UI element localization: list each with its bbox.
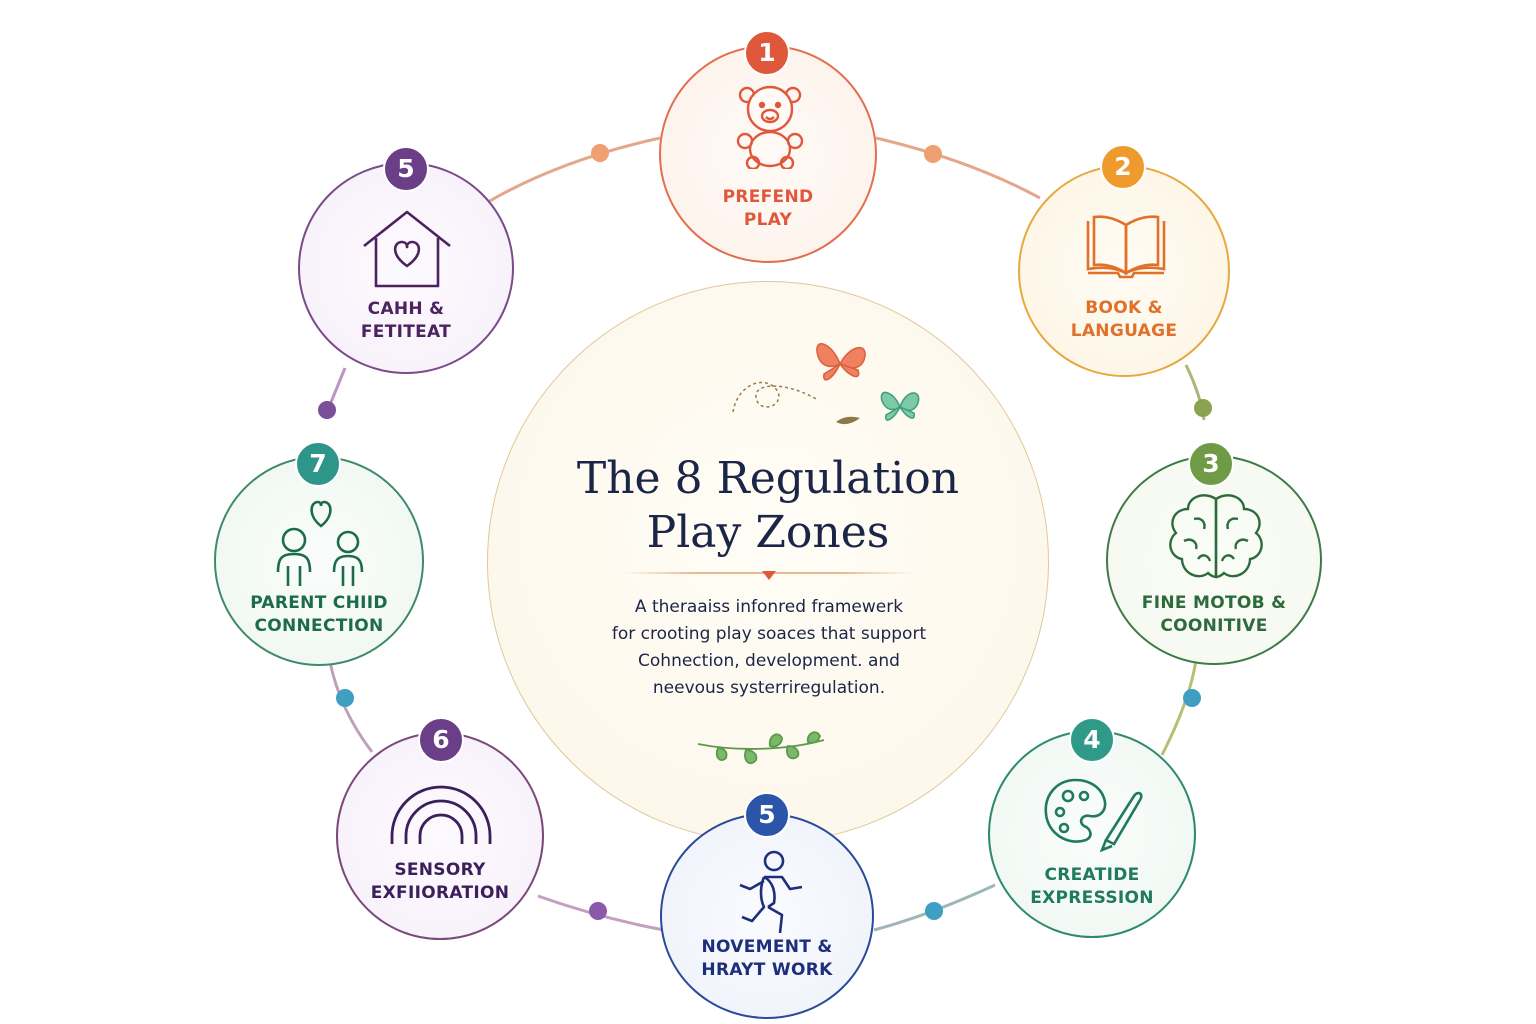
zone-number-badge: 7 bbox=[295, 441, 341, 487]
house-heart-icon bbox=[363, 210, 451, 288]
zone-label: BOOK & LANGUAGE bbox=[1070, 298, 1178, 341]
connector-dot bbox=[925, 902, 943, 920]
open-book-icon bbox=[1086, 215, 1166, 279]
zone-1-pretend-play[interactable]: PREFEND PLAY bbox=[659, 45, 877, 263]
parent-child-heart-icon bbox=[276, 500, 364, 586]
connector-dot bbox=[591, 144, 609, 162]
orange-butterfly-icon bbox=[816, 343, 866, 381]
zone-5-movement-heavy-work[interactable]: NOVEMENT & HRAYT WORK bbox=[660, 813, 874, 1019]
description: A theraaiss infonred framewerk for croot… bbox=[548, 594, 990, 702]
zone-3-fine-motor-cognitive[interactable]: FINE MOTOB & COONITIVE bbox=[1106, 455, 1322, 665]
connector-dot bbox=[336, 689, 354, 707]
zone-label: NOVEMENT & HRAYT WORK bbox=[701, 937, 833, 980]
zone-8-calm-retreat[interactable]: CAHH & FETITEAT bbox=[298, 162, 514, 374]
zone-number-badge: 5 bbox=[383, 146, 429, 192]
zone-number-badge: 4 bbox=[1069, 717, 1115, 763]
butterfly-decoration bbox=[697, 343, 920, 765]
zone-label: SENSORY EXFIIORATION bbox=[370, 860, 510, 903]
zone-number-badge: 2 bbox=[1100, 144, 1146, 190]
connector-dot bbox=[1194, 399, 1212, 417]
zone-4-creative-expression[interactable]: CREATIDE EXPRESSION bbox=[988, 730, 1196, 938]
palette-icon bbox=[1044, 778, 1143, 853]
description-line: neevous systerriregulation. bbox=[652, 678, 886, 698]
zone-label: PARENT CHIID CONNECTION bbox=[250, 593, 388, 636]
zone-6-sensory-exploration[interactable]: SENSORY EXFIIORATION bbox=[336, 732, 544, 940]
zone-number-badge: 6 bbox=[418, 717, 464, 763]
zone-label: FINE MOTOB & COONITIVE bbox=[1141, 593, 1287, 636]
zone-7-parent-child-connection[interactable]: PARENT CHIID CONNECTION bbox=[214, 456, 424, 666]
description-line: A theraaiss infonred framewerk bbox=[634, 597, 904, 617]
connector-arc bbox=[487, 136, 661, 204]
zone-label: PREFEND PLAY bbox=[722, 187, 814, 230]
teddy-bear-icon bbox=[736, 85, 804, 169]
connector-arc bbox=[328, 661, 374, 753]
divider-marker-icon bbox=[762, 571, 776, 580]
connector-dot bbox=[1183, 689, 1201, 707]
running-child-icon bbox=[739, 850, 803, 934]
title-line: The 8 Regulation bbox=[576, 453, 960, 504]
zone-number-badge: 1 bbox=[744, 30, 790, 76]
description-line: Cohnection, development. and bbox=[638, 651, 900, 671]
zone-label: CAHH & FETITEAT bbox=[360, 299, 452, 342]
description-line: for crooting play soaces that support bbox=[611, 624, 927, 644]
green-butterfly-icon bbox=[880, 391, 920, 421]
vine-decoration bbox=[697, 731, 825, 765]
connector-dot bbox=[924, 145, 942, 163]
title-line: Play Zones bbox=[646, 507, 890, 558]
brain-icon bbox=[1169, 494, 1263, 579]
connector-arc bbox=[875, 136, 1041, 200]
connector-dot bbox=[318, 401, 336, 419]
zone-2-book-language[interactable]: BOOK & LANGUAGE bbox=[1018, 165, 1230, 377]
center-panel: The 8 Regulation Play Zones A theraaiss … bbox=[487, 281, 1049, 843]
connector-dot bbox=[589, 902, 607, 920]
connector-arc bbox=[1160, 659, 1198, 756]
zone-number-badge: 5 bbox=[744, 792, 790, 838]
rainbow-icon bbox=[390, 785, 492, 844]
zone-number-badge: 3 bbox=[1188, 441, 1234, 487]
zone-label: CREATIDE EXPRESSION bbox=[1030, 865, 1154, 908]
page-title: The 8 Regulation Play Zones bbox=[488, 452, 1048, 560]
